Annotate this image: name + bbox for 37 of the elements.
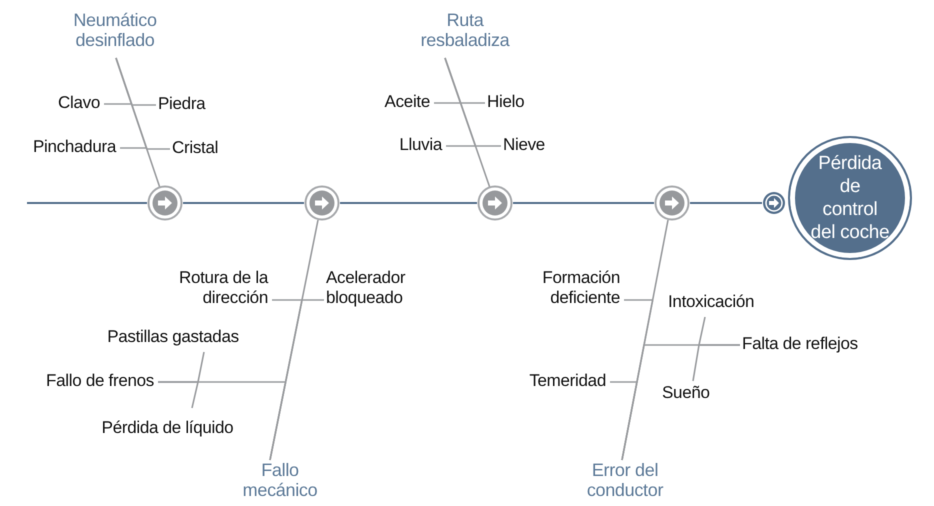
- connector-line: [692, 344, 740, 382]
- connector-line: [115, 58, 170, 150]
- cause-text: Pérdida de líquido: [80, 410, 255, 438]
- cause-text: Rotura de la dirección: [130, 268, 268, 312]
- connector-line: [610, 381, 638, 460]
- spine-line: [183, 202, 304, 204]
- spine-line: [513, 202, 654, 204]
- cause-text: Hielo: [487, 92, 539, 114]
- connector-line: [444, 58, 501, 147]
- cause-text: Formación deficiente: [510, 268, 620, 312]
- spine-line: [340, 202, 477, 204]
- spine-line: [27, 202, 147, 204]
- cause-text: Pastillas gastadas: [88, 327, 258, 349]
- cause-text: Falta de reflejos: [742, 334, 902, 356]
- cause-text: Pinchadura: [8, 137, 116, 159]
- category-label: Error del conductor: [565, 460, 685, 504]
- cause-text: Fallo de frenos: [14, 371, 154, 393]
- cause-text: Piedra: [158, 94, 218, 116]
- cause-text: Sueño: [662, 383, 726, 405]
- cause-text: Intoxicación: [668, 292, 788, 314]
- cause-text: Acelerador bloqueado: [326, 268, 436, 312]
- cause-text: Clavo: [44, 93, 100, 115]
- junction-circle: [477, 185, 513, 221]
- cause-text: Aceite: [370, 92, 430, 114]
- spine-line: [690, 202, 762, 204]
- junction-circle: [147, 185, 183, 221]
- connector-line: [158, 381, 199, 408]
- category-label: Fallo mecánico: [225, 460, 335, 504]
- cause-text: Temeridad: [500, 371, 606, 393]
- junction-circle: [654, 185, 690, 221]
- cause-text: Cristal: [172, 138, 234, 160]
- cause-text: Lluvia: [384, 135, 442, 157]
- category-label: Neumático desinflado: [55, 10, 175, 54]
- category-label: Ruta resbaladiza: [405, 10, 525, 54]
- effect-circle: Pérdida de control del coche: [788, 136, 912, 260]
- cause-text: Nieve: [503, 135, 561, 157]
- junction-circle: [304, 185, 340, 221]
